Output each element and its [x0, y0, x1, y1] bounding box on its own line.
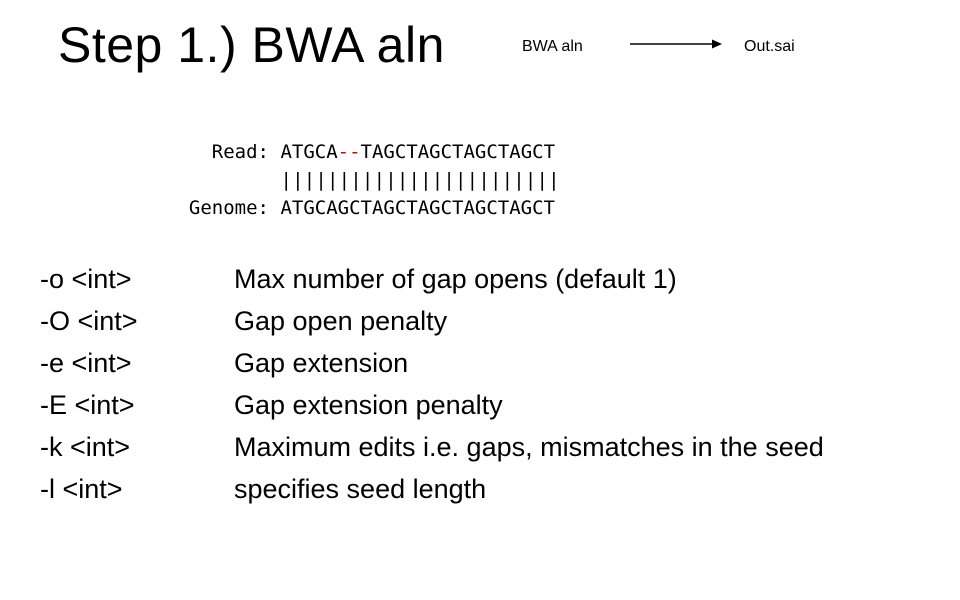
slide-title: Step 1.) BWA aln [58, 17, 445, 73]
option-row: -l <int> specifies seed length [40, 468, 824, 510]
flow-to-label: Out.sai [744, 38, 795, 55]
read-seq-prefix: ATGCA [280, 141, 338, 163]
read-gap: -- [337, 141, 361, 163]
option-flag: -l <int> [40, 474, 123, 504]
option-description: Maximum edits i.e. gaps, mismatches in t… [234, 432, 824, 462]
option-flag: -o <int> [40, 264, 132, 294]
option-description: specifies seed length [234, 474, 487, 504]
option-row: -e <int> Gap extension [40, 342, 824, 384]
read-label: Read: [211, 141, 269, 163]
option-description: Gap open penalty [234, 306, 448, 336]
read-seq-suffix: TAGCTAGCTAGCTAGCT [360, 141, 556, 163]
match-bars: |||||||||||||||||||||||| [280, 169, 560, 191]
option-row: -k <int> Maximum edits i.e. gaps, mismat… [40, 426, 824, 468]
option-row: -o <int> Max number of gap opens (defaul… [40, 258, 824, 300]
genome-sequence: ATGCAGCTAGCTAGCTAGCTAGCT [280, 197, 555, 219]
match-row: |||||||||||||||||||||||| [152, 166, 560, 194]
right-arrow-icon [630, 39, 722, 49]
sequence-alignment: Read: ATGCA--TAGCTAGCTAGCTAGCT |||||||||… [152, 138, 560, 222]
read-sequence: ATGCA--TAGCTAGCTAGCTAGCT [280, 138, 555, 166]
flow-from-label: BWA aln [522, 38, 583, 55]
genome-label: Genome: [188, 197, 269, 219]
option-flag: -e <int> [40, 348, 132, 378]
option-row: -E <int> Gap extension penalty [40, 384, 824, 426]
option-row: -O <int> Gap open penalty [40, 300, 824, 342]
option-description: Max number of gap opens (default 1) [234, 264, 677, 294]
option-description: Gap extension penalty [234, 390, 503, 420]
option-flag: -E <int> [40, 390, 135, 420]
option-description: Gap extension [234, 348, 409, 378]
options-list: -o <int> Max number of gap opens (defaul… [40, 258, 824, 510]
option-flag: -O <int> [40, 306, 138, 336]
genome-row: Genome: ATGCAGCTAGCTAGCTAGCTAGCT [152, 194, 560, 222]
option-flag: -k <int> [40, 432, 131, 462]
read-row: Read: ATGCA--TAGCTAGCTAGCTAGCT [152, 138, 560, 166]
